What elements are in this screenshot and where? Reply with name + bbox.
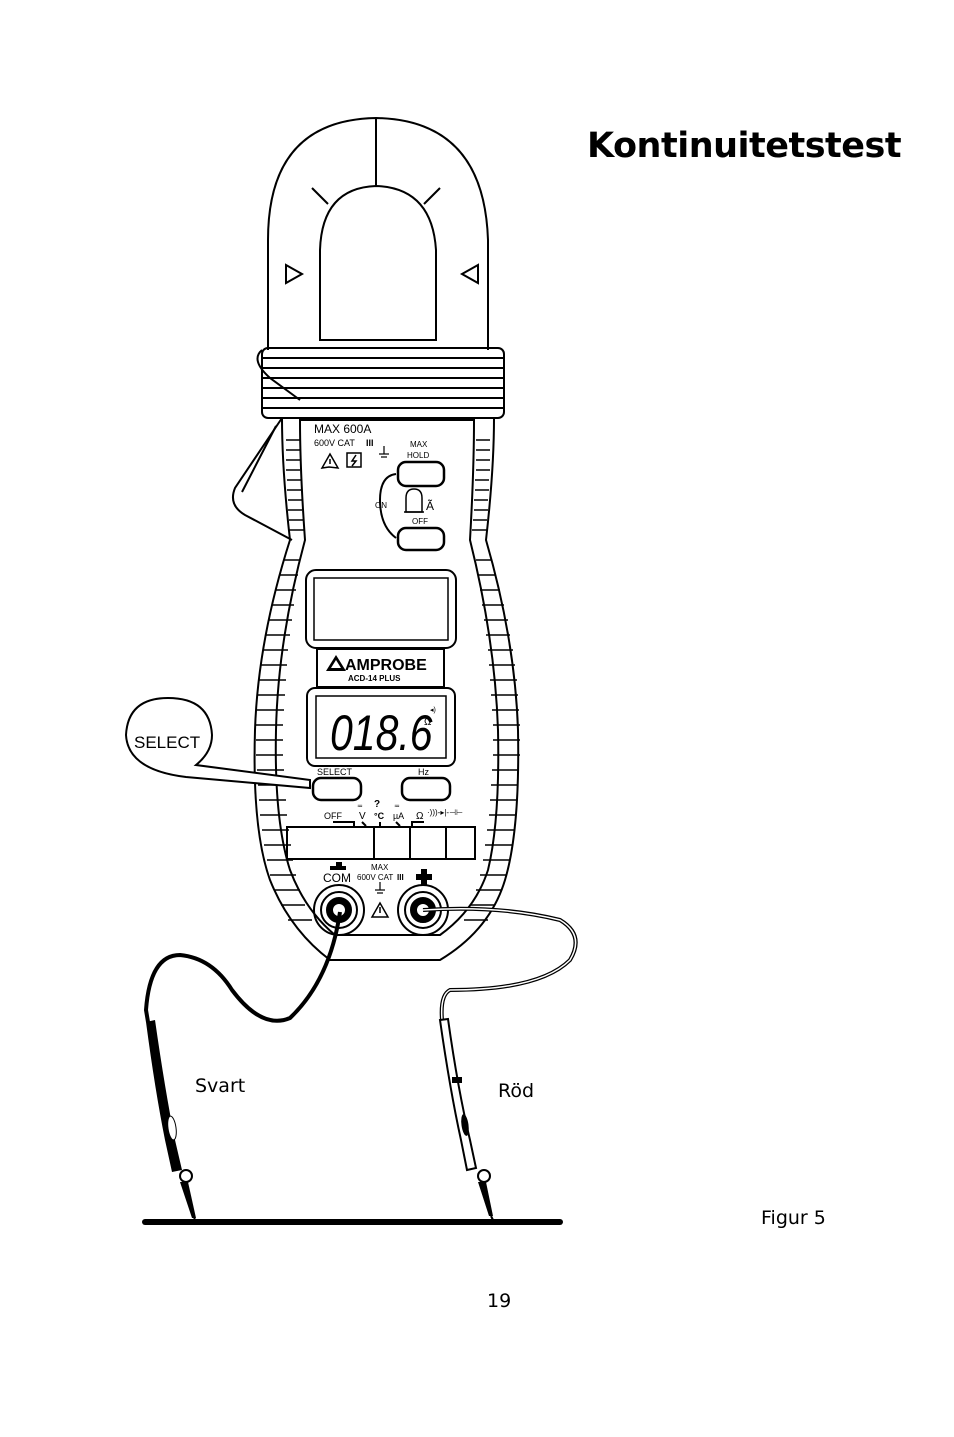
dial-v-acdc: ≂ xyxy=(357,803,363,810)
dial-question: ? xyxy=(374,799,380,810)
grip-ribs-left xyxy=(256,439,312,921)
terminal-cat-numeral: III xyxy=(397,873,404,882)
select-callout-label: SELECT xyxy=(134,733,200,752)
power-switch-bracket xyxy=(378,473,397,539)
dial-off: OFF xyxy=(324,811,342,821)
max-hold-label-line1: MAX xyxy=(410,440,428,449)
jaw-collar xyxy=(261,347,505,419)
upper-window xyxy=(305,569,457,649)
max-rating-text: MAX 600A xyxy=(314,422,371,436)
brand-logo-icon xyxy=(326,655,346,671)
dial-ohm: Ω xyxy=(416,811,424,822)
dial-continuity-diode-icon: ·)))-▸|-⊣⊢ xyxy=(427,808,463,817)
clamp-jaw xyxy=(267,116,489,350)
dial-ua-acdc: ≂ xyxy=(394,803,400,810)
jaw-trigger xyxy=(232,349,301,541)
black-lead-label: Svart xyxy=(195,1075,246,1097)
dial-v: V xyxy=(359,811,366,822)
current-mode-symbol: Ã xyxy=(426,499,434,513)
page-title: Kontinuitetstest xyxy=(587,126,902,166)
clamp-current-icon xyxy=(404,488,424,513)
ground-icon xyxy=(379,446,389,458)
terminal-plus-icon xyxy=(416,869,432,885)
dial-temp: °C xyxy=(374,811,385,821)
com-negative-icon xyxy=(330,862,346,870)
com-label: COM xyxy=(323,871,351,885)
max-hold-button[interactable] xyxy=(396,460,446,488)
lcd-screen xyxy=(315,695,447,759)
select-button-label: SELECT xyxy=(317,767,353,777)
model-name: ACD-14 PLUS xyxy=(348,674,401,683)
lcd-unit: Ω xyxy=(424,717,432,728)
terminal-warning-icon xyxy=(370,901,390,918)
power-off-button[interactable] xyxy=(396,526,446,552)
terminal-max-label: MAX xyxy=(371,863,389,872)
lcd-frame xyxy=(306,687,456,767)
figure-caption: Figur 5 xyxy=(761,1207,826,1229)
function-slide-switch[interactable] xyxy=(286,826,476,860)
warning-icon xyxy=(320,452,340,469)
dial-ticks xyxy=(333,821,424,827)
select-button[interactable] xyxy=(311,776,363,802)
max-hold-label-line2: HOLD xyxy=(407,451,429,460)
category-numeral: III xyxy=(366,438,374,448)
brand-name: AMPROBE xyxy=(345,657,427,674)
off-label: OFF xyxy=(412,517,428,526)
dial-ua: µA xyxy=(393,811,404,821)
on-label: ON xyxy=(375,501,387,510)
high-voltage-icon xyxy=(346,452,362,468)
lcd-reading: 018.6 xyxy=(330,705,433,761)
page-number: 19 xyxy=(487,1290,512,1312)
continuity-indicator-icon: ◂) xyxy=(430,707,436,714)
black-test-lead xyxy=(143,911,342,1225)
grip-ribs-right xyxy=(464,439,520,921)
category-text: 600V CAT xyxy=(314,438,355,448)
hz-button-label: Hz xyxy=(418,767,429,777)
select-callout xyxy=(124,696,311,790)
terminal-cat-label: 600V CAT xyxy=(357,873,393,882)
hz-button[interactable] xyxy=(400,776,452,802)
terminal-ground-icon xyxy=(375,882,385,894)
red-lead-label: Röd xyxy=(498,1080,535,1102)
